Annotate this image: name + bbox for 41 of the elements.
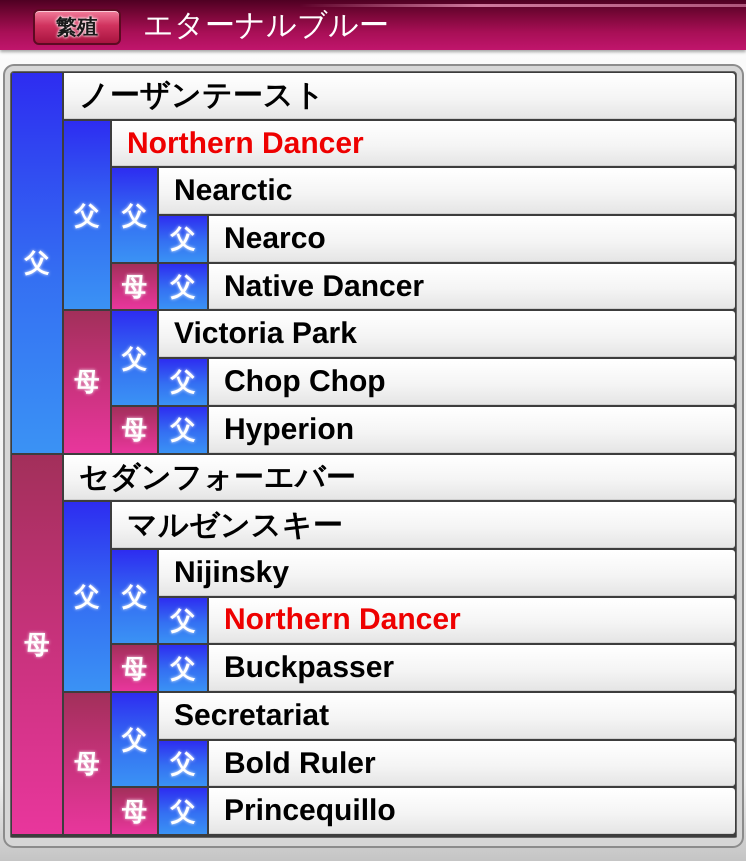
sire-marker: 父 xyxy=(159,645,207,691)
name-row: Princequillo xyxy=(209,788,735,834)
sire-marker: 父 xyxy=(12,73,62,453)
name-row: Bold Ruler xyxy=(209,740,735,786)
name-row: Victoria Park xyxy=(159,311,735,358)
sire-marker: 父 xyxy=(112,311,157,405)
name-row: Chop Chop xyxy=(209,359,735,405)
name-row: Northern Dancer xyxy=(112,120,735,166)
name-row: Northern Dancer xyxy=(209,598,735,644)
sire-marker: 父 xyxy=(159,788,207,834)
sire-marker: 父 xyxy=(159,406,207,453)
category-badge: 繁殖 xyxy=(33,9,121,45)
dam-marker: 母 xyxy=(112,788,157,834)
sire-marker: 父 xyxy=(159,216,207,262)
sire-marker: 父 xyxy=(159,264,207,310)
sire-marker: 父 xyxy=(64,120,110,310)
sire-marker: 父 xyxy=(159,740,207,786)
name-row: セダンフォーエバー xyxy=(64,454,735,500)
dam-marker: 母 xyxy=(112,264,157,310)
name-row: Native Dancer xyxy=(209,264,735,310)
dam-marker: 母 xyxy=(112,406,157,453)
sire-marker: 父 xyxy=(112,168,157,262)
name-row: Secretariat xyxy=(159,692,735,739)
sire-marker: 父 xyxy=(159,598,207,644)
sire-marker: 父 xyxy=(64,502,110,691)
sire-marker: 父 xyxy=(112,692,157,786)
name-row: Buckpasser xyxy=(209,645,735,691)
dam-marker: 母 xyxy=(64,311,110,452)
name-row: Nijinsky xyxy=(159,550,735,596)
name-row: Nearctic xyxy=(159,168,735,214)
dam-marker: 母 xyxy=(112,645,157,691)
dam-marker: 母 xyxy=(12,454,62,834)
header-bar xyxy=(0,0,746,50)
name-row: ノーザンテースト xyxy=(64,73,735,119)
page-title: エターナルブルー xyxy=(143,8,389,44)
dam-marker: 母 xyxy=(64,692,110,834)
sire-marker: 父 xyxy=(112,550,157,644)
sire-marker: 父 xyxy=(159,359,207,405)
name-row: マルゼンスキー xyxy=(112,502,735,548)
name-row: Nearco xyxy=(209,216,735,262)
name-row: Hyperion xyxy=(209,406,735,453)
